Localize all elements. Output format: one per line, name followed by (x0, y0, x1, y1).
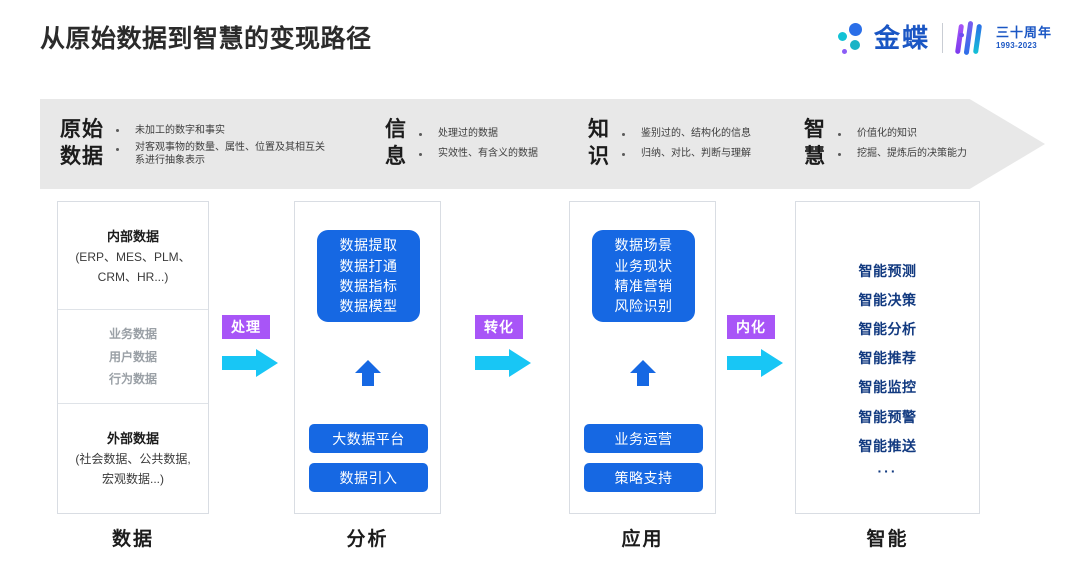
connector-label: 处理 (222, 315, 270, 339)
column-footer-intelligence: 智能 (866, 529, 909, 550)
banner-stage-information: 信 息 处理过的数据 实效性、有含义的数据 (385, 99, 538, 189)
bullet-text: 价值化的知识 (857, 128, 917, 140)
intelligence-ellipsis: ··· (877, 462, 898, 479)
connector-process: 处理 (222, 315, 280, 378)
anniversary-mark-icon (954, 20, 989, 56)
right-arrow-icon (475, 348, 533, 378)
application-scenario-line: 数据场景 (614, 237, 673, 254)
bullet-dot-icon (622, 152, 625, 156)
analysis-capability-line: 数据模型 (339, 298, 398, 315)
connector-transform: 转化 (475, 315, 533, 378)
bullet-dot-icon (838, 152, 841, 156)
bullet-text: 对客观事物的数量、属性、位置及其相互关系进行抽象表示 (135, 141, 325, 167)
external-data-sub-line1: (社会数据、公共数据, (75, 451, 191, 466)
bullet-text: 归纳、对比、判断与理解 (641, 148, 751, 160)
analysis-platform-pill[interactable]: 大数据平台 (309, 424, 428, 453)
banner-stage-bullets: 未加工的数字和事实 对客观事物的数量、属性、位置及其相互关系进行抽象表示 (116, 121, 325, 168)
banner-stage-title: 智 慧 (804, 118, 826, 168)
column-footer-analysis: 分析 (346, 529, 389, 550)
right-arrow-icon (222, 348, 280, 378)
banner-stage-title: 知 识 (588, 118, 610, 168)
upward-arrow-icon (628, 358, 658, 388)
bullet-text: 处理过的数据 (438, 128, 498, 140)
intelligence-item: 智能预警 (858, 408, 917, 425)
intelligence-item: 智能推荐 (858, 350, 917, 367)
column-card-application: 数据场景 业务现状 精准营销 风险识别 业务运营 策略支持 (569, 201, 716, 514)
connector-label: 内化 (727, 315, 775, 339)
column-footer-application: 应用 (621, 529, 664, 550)
analysis-capability-line: 数据打通 (339, 257, 398, 274)
banner-stage-wisdom: 智 慧 价值化的知识 挖掘、提炼后的决策能力 (804, 99, 967, 189)
dikw-banner: 原始 数据 未加工的数字和事实 对客观事物的数量、属性、位置及其相互关系进行抽象… (40, 99, 1045, 189)
application-scenario-line: 精准营销 (614, 278, 673, 294)
dikw-banner-shape (40, 99, 1045, 189)
banner-stage-knowledge: 知 识 鉴别过的、结构化的信息 归纳、对比、判断与理解 (588, 99, 751, 189)
bullet-dot-icon (622, 132, 625, 136)
bullet-text: 实效性、有含义的数据 (438, 148, 538, 160)
internal-data-title: 内部数据 (106, 229, 159, 244)
section-divider (58, 309, 208, 311)
data-type-item: 行为数据 (108, 371, 157, 386)
anniversary-label: 三十周年 (995, 25, 1052, 41)
data-types-section: 业务数据 用户数据 行为数据 (58, 310, 208, 403)
application-strategy-pill[interactable]: 策略支持 (584, 463, 703, 492)
column-card-analysis: 数据提取 数据打通 数据指标 数据模型 大数据平台 数据引入 (294, 201, 441, 514)
anniversary-years: 1993-2023 (995, 41, 1037, 50)
brand-divider (941, 23, 943, 53)
banner-stage-title: 原始 数据 (60, 118, 104, 168)
data-type-item: 用户数据 (108, 349, 157, 364)
column-footer-data: 数据 (111, 529, 154, 550)
section-divider (58, 402, 208, 404)
application-operations-pill[interactable]: 业务运营 (584, 424, 703, 453)
intelligence-item: 智能预测 (858, 263, 917, 279)
connector-internalize: 内化 (727, 315, 785, 378)
bullet-dot-icon (116, 129, 119, 132)
external-data-section: 外部数据 (社会数据、公共数据, 宏观数据...) (58, 404, 208, 489)
bullet-dot-icon (116, 147, 119, 151)
banner-stage-bullets: 鉴别过的、结构化的信息 归纳、对比、判断与理解 (622, 124, 751, 164)
page-title: 从原始数据到智慧的变现路径 (40, 25, 372, 53)
analysis-capability-panel[interactable]: 数据提取 数据打通 数据指标 数据模型 (317, 230, 420, 322)
banner-stage-bullets: 处理过的数据 实效性、有含义的数据 (419, 124, 538, 164)
bullet-text: 未加工的数字和事实 (135, 124, 225, 136)
bullet-dot-icon (838, 132, 841, 136)
banner-stage-data: 原始 数据 未加工的数字和事实 对客观事物的数量、属性、位置及其相互关系进行抽象… (60, 99, 325, 189)
external-data-sub-line2: 宏观数据...) (102, 471, 164, 486)
right-arrow-icon (727, 348, 785, 378)
kingdee-dots-icon (836, 21, 868, 55)
intelligence-item: 智能分析 (858, 321, 917, 338)
bullet-dot-icon (419, 152, 422, 156)
analysis-capability-line: 数据提取 (339, 237, 398, 254)
intelligence-list: 智能预测 智能决策 智能分析 智能推荐 智能监控 智能预警 智能推送 ··· (796, 202, 979, 479)
upward-arrow-icon (353, 358, 383, 388)
brand-logo: 金蝶 三十周年 1993-2023 (836, 18, 1052, 58)
internal-data-sub-line1: (ERP、MES、PLM、 (75, 249, 191, 264)
external-data-title: 外部数据 (106, 430, 159, 446)
internal-data-section: 内部数据 (ERP、MES、PLM、 CRM、HR...) (58, 202, 208, 309)
intelligence-item: 智能决策 (858, 292, 917, 309)
data-type-item: 业务数据 (108, 327, 157, 342)
column-card-data: 内部数据 (ERP、MES、PLM、 CRM、HR...) 业务数据 用户数据 … (57, 201, 209, 514)
column-card-intelligence: 智能预测 智能决策 智能分析 智能推荐 智能监控 智能预警 智能推送 ··· (795, 201, 980, 514)
bullet-text: 挖掘、提炼后的决策能力 (857, 148, 967, 160)
brand-name: 金蝶 (873, 23, 930, 53)
analysis-ingest-pill[interactable]: 数据引入 (309, 463, 428, 492)
connector-label: 转化 (475, 315, 523, 339)
bullet-dot-icon (419, 132, 422, 136)
banner-stage-title: 信 息 (385, 118, 407, 168)
analysis-capability-line: 数据指标 (339, 278, 398, 294)
banner-stage-bullets: 价值化的知识 挖掘、提炼后的决策能力 (838, 124, 967, 164)
application-scenario-line: 业务现状 (614, 257, 673, 274)
application-scenario-line: 风险识别 (614, 298, 673, 315)
application-scenario-panel[interactable]: 数据场景 业务现状 精准营销 风险识别 (592, 230, 695, 322)
anniversary-text: 三十周年 1993-2023 (996, 25, 1052, 50)
intelligence-item: 智能推送 (858, 437, 917, 454)
internal-data-sub-line2: CRM、HR...) (97, 269, 169, 284)
intelligence-item: 智能监控 (858, 379, 917, 396)
bullet-text: 鉴别过的、结构化的信息 (641, 128, 751, 140)
